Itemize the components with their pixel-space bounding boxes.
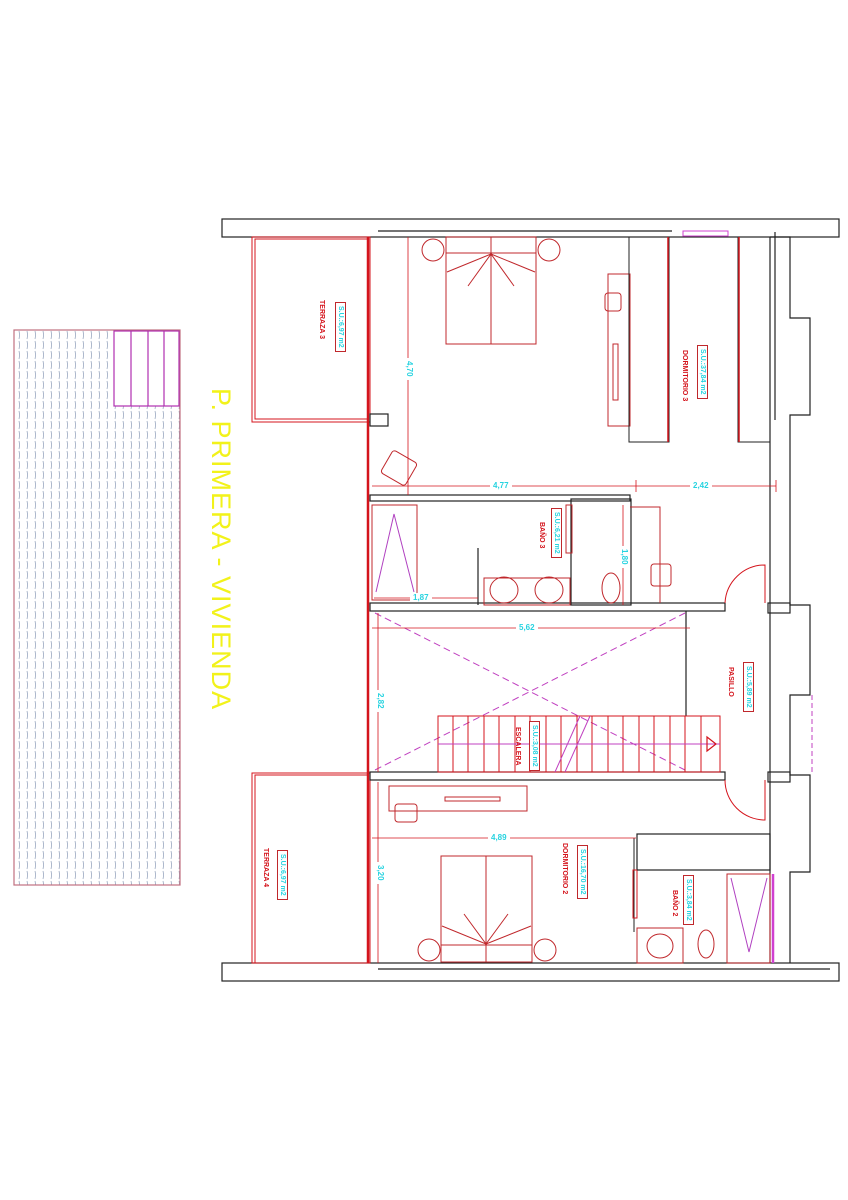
room-label-terraza-4: TERRAZA 4 (259, 848, 277, 887)
room-area-dormitorio-2: S.U.:16,70 m2 (576, 845, 594, 899)
room-label-dormitorio-3: DORMITORIO 3 (678, 350, 696, 401)
room-name: BAÑO 3 (538, 522, 545, 549)
room-area-terraza-4: S.U.:6,97 m2 (276, 850, 294, 900)
room-name: TERRAZA 3 (318, 300, 325, 340)
room-area-badge: S.U.:3,08 m2 (529, 721, 540, 771)
dimension-label: 2,82 (376, 690, 385, 712)
room-area-pasillo: S.U.:5,89 m2 (742, 662, 760, 712)
room-name: DORMITORIO 3 (681, 350, 688, 402)
room-name: DORMITORIO 2 (561, 843, 568, 895)
drawing-title: P. PRIMERA - VIVIENDA (206, 388, 236, 711)
dimension-label: 2,42 (690, 481, 712, 490)
escalera (374, 612, 813, 775)
room-area-badge: S.U.:6,97 m2 (335, 302, 346, 352)
room-name: PASILLO (727, 667, 734, 697)
dormitorio-2 (388, 785, 638, 963)
room-area-dormitorio-3: S.U.:37,84 m2 (696, 345, 714, 399)
dimension-label: 5,62 (516, 623, 538, 632)
room-label-pasillo: PASILLO (724, 667, 742, 697)
room-label-dormitorio-2: DORMITORIO 2 (558, 843, 576, 894)
pool (13, 329, 181, 886)
room-area-bano-2: S.U.:3,84 m2 (682, 875, 700, 925)
dimension-label: 4,70 (405, 358, 414, 380)
room-name: BAÑO 2 (671, 890, 678, 917)
room-label-escalera: ESCALERA (511, 727, 529, 766)
room-area-badge: S.U.:3,84 m2 (683, 875, 694, 925)
dimension-label: 4,89 (488, 833, 510, 842)
room-name: ESCALERA (514, 727, 521, 766)
bano-2 (636, 869, 775, 964)
room-area-bano-3: S.U.:6,21 m2 (550, 508, 568, 558)
room-label-terraza-3: TERRAZA 3 (315, 300, 333, 339)
dimension-label: 4,77 (490, 481, 512, 490)
room-area-badge: S.U.:37,84 m2 (697, 345, 708, 399)
room-area-badge: S.U.:6,97 m2 (277, 850, 288, 900)
terraza-4 (251, 772, 371, 964)
room-name: TERRAZA 4 (262, 848, 269, 888)
room-area-badge: S.U.:16,70 m2 (577, 845, 588, 899)
bano-3 (371, 504, 672, 606)
room-area-escalera: S.U.:3,08 m2 (528, 721, 546, 771)
room-area-terraza-3: S.U.:6,97 m2 (334, 302, 352, 352)
dimension-label: 1,87 (410, 593, 432, 602)
doors (724, 564, 766, 821)
room-area-badge: S.U.:5,89 m2 (743, 662, 754, 712)
dimension-label: 3,20 (376, 862, 385, 884)
dimension-label: 1,80 (620, 546, 629, 568)
interior-walls (369, 413, 791, 871)
dormitorio-3 (380, 230, 771, 486)
room-area-badge: S.U.:6,21 m2 (551, 508, 562, 558)
